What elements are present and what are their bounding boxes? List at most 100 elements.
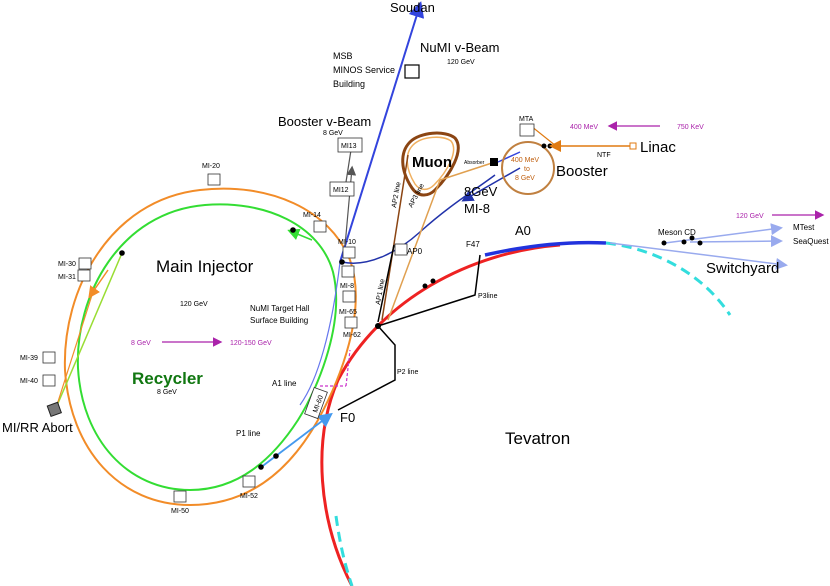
mi31-box — [77, 269, 91, 282]
mi39-label: MI-39 — [20, 355, 38, 362]
mi40-label: MI-40 — [20, 378, 38, 385]
absorber-block — [490, 158, 498, 166]
mi40-box — [42, 374, 56, 387]
mi12-label: MI12 — [333, 187, 349, 194]
switchyard-label: Switchyard — [706, 260, 779, 277]
mi13-box — [337, 137, 363, 153]
abort-line-green — [55, 252, 123, 409]
mi50-label: MI-50 — [171, 508, 189, 515]
numi-energy-label: 120 GeV — [447, 59, 475, 66]
mi10-label: MI-10 — [338, 239, 356, 246]
msb-label-3: Building — [333, 79, 365, 89]
absorber-to-booster — [497, 151, 521, 163]
tevatron-ring-dashed-right — [605, 241, 732, 316]
e750kev-label: 750 KeV — [677, 124, 704, 131]
mi62-label: MI-62 — [343, 332, 361, 339]
ap0-box — [394, 243, 408, 256]
mta-line — [530, 125, 557, 147]
muon-label: Muon — [412, 154, 452, 171]
booster-dot-2 — [547, 143, 553, 149]
soudan-label: Soudan — [390, 0, 435, 15]
a1-line-label: A1 line — [272, 379, 297, 388]
mi14-label: MI-14 — [303, 212, 321, 219]
ap3-to-absorber — [439, 161, 496, 181]
switchyard-line-main — [609, 242, 788, 270]
mi65-box — [344, 316, 358, 329]
mi50-box — [173, 490, 187, 503]
f0-label: F0 — [340, 410, 355, 425]
e120gev-sy-label: 120 GeV — [736, 213, 764, 220]
booster-beam-label: Booster v-Beam — [278, 114, 371, 129]
mi39-box — [42, 351, 56, 364]
mi-ring-arrow — [88, 269, 109, 299]
abort-line-orange — [55, 294, 93, 409]
booster-label: Booster — [556, 163, 608, 180]
p1-line — [259, 412, 333, 469]
tevatron-ring-a0-arc — [484, 240, 607, 257]
mirr-abort-label: MI/RR Abort — [2, 420, 73, 435]
numi-target-label-1: NuMI Target Hall — [250, 304, 310, 313]
mi30-label: MI-30 — [58, 261, 76, 268]
e120-150-label: 120-150 GeV — [230, 340, 272, 347]
ap1-line-label: AP1 line — [375, 278, 386, 305]
mi-dot-3 — [339, 259, 345, 265]
numi-extraction-line — [299, 261, 341, 406]
ap1-line — [377, 244, 395, 323]
mi30-box — [78, 257, 92, 270]
sy-dot-1 — [661, 240, 667, 246]
tev-dot-1 — [422, 283, 428, 289]
e400mev-label: 400 MeV — [570, 124, 598, 131]
tevatron-ring-dashed-bottom — [334, 515, 354, 586]
a1-line-vertical — [345, 349, 351, 387]
booster-energy-2: to — [524, 166, 530, 173]
mi60-box — [304, 386, 328, 420]
mi65-label: MI-65 — [339, 309, 357, 316]
tevatron-label: Tevatron — [505, 429, 570, 448]
mi20-box — [207, 173, 221, 186]
f47-label: F47 — [466, 240, 480, 249]
ntf-box — [629, 142, 637, 150]
ap2-line-label: AP2 line — [391, 181, 402, 208]
mi14-box — [313, 220, 327, 233]
mi31-label: MI-31 — [58, 274, 76, 281]
mta-label: MTA — [519, 116, 534, 123]
recycler-ring — [76, 203, 338, 492]
msb-label-2: MINOS Service — [333, 65, 395, 75]
mi8-box-2 — [342, 290, 356, 303]
mi-dot-2 — [290, 227, 296, 233]
mi20-label: MI-20 — [202, 163, 220, 170]
booster-energy-3: 8 GeV — [515, 175, 535, 182]
sy-dot-3 — [689, 235, 695, 241]
booster-beam-energy-label: 8 GeV — [323, 130, 343, 137]
abort-block — [46, 401, 62, 418]
booster-ring — [501, 141, 555, 195]
msb-label-1: MSB — [333, 51, 353, 61]
linac-label: Linac — [640, 139, 676, 156]
main-injector-label: Main Injector — [156, 257, 254, 276]
mta-box — [519, 123, 535, 137]
mi10-box — [342, 246, 356, 259]
ap2-line — [381, 154, 409, 321]
recycler-energy-label: 8 GeV — [157, 389, 177, 396]
mtest-label: MTest — [793, 223, 815, 232]
meson-cd-label: Meson CD — [658, 228, 696, 237]
numi-target-label-2: Surface Building — [250, 316, 308, 325]
mi-dot-1 — [119, 250, 125, 256]
e8gev-label: 8 GeV — [131, 340, 151, 347]
sy-dot-4 — [697, 240, 703, 246]
recycler-label: Recycler — [132, 369, 203, 388]
numi-beam-line — [339, 1, 425, 263]
mi-energy-label: 120 GeV — [180, 301, 208, 308]
booster-energy-1: 400 MeV — [511, 157, 539, 164]
muon-ring-inner — [406, 136, 455, 191]
tev-dot-2 — [430, 278, 436, 284]
booster-dot-1 — [541, 143, 547, 149]
tevatron-ring-red — [320, 243, 561, 586]
switchyard-line-seaquest — [689, 235, 783, 248]
p3line-label: P3line — [478, 293, 498, 300]
mi8-label: MI-8 — [340, 283, 354, 290]
mi12-box — [329, 181, 355, 197]
seaquest-label: SeaQuest — [793, 237, 829, 246]
